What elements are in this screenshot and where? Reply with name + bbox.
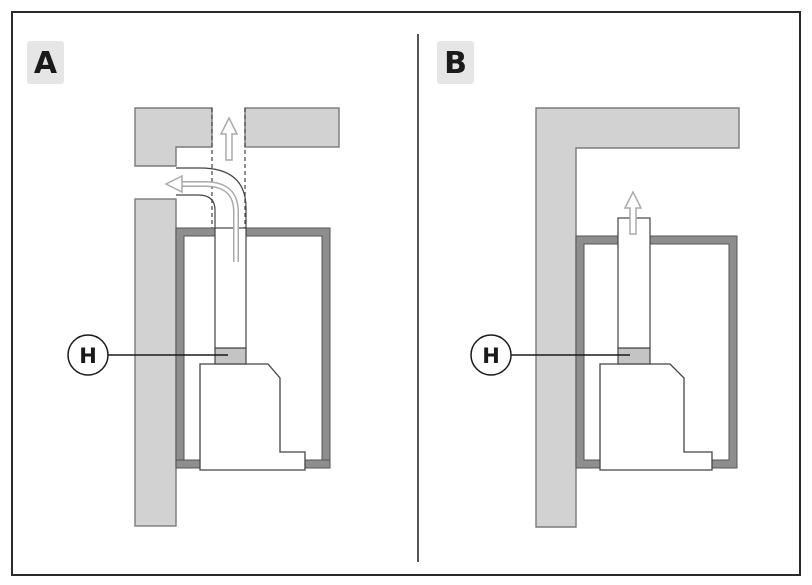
airflow-up-arrow-a [219, 116, 239, 161]
panel-a: A [27, 41, 340, 527]
h-marker-a: H [67, 334, 228, 376]
h-marker-text-a: H [79, 344, 97, 368]
heater-a [199, 363, 306, 471]
outer-frame [11, 11, 801, 576]
panel-b-label-badge [437, 41, 474, 84]
panel-b-label-text: B [444, 46, 467, 81]
panel-b-label: B [437, 41, 474, 84]
cabin-floor-left [175, 459, 201, 469]
panel-a-label: A [27, 41, 64, 84]
chimney-pipe-a [214, 227, 247, 349]
h-marker-text-b: H [482, 344, 500, 368]
elbow-inner [176, 194, 216, 228]
chimney-pipe-b [617, 217, 651, 349]
panel-a-label-text: A [34, 46, 58, 81]
panel-a-label-badge [27, 41, 64, 84]
wall-ceiling-b [535, 107, 740, 528]
airflow-up-arrow-b [623, 190, 643, 235]
h-marker-b: H [470, 334, 630, 376]
side-wall [134, 198, 177, 527]
heater-b [599, 363, 713, 471]
elbow-outer [176, 167, 247, 228]
ceiling-right [244, 107, 340, 148]
chimney-collar-b [617, 347, 651, 365]
panel-b: B H [437, 41, 740, 528]
airflow-curved-arrow-a [164, 174, 239, 262]
cabin-floor-right [304, 459, 331, 469]
chimney-collar-a [214, 347, 247, 365]
